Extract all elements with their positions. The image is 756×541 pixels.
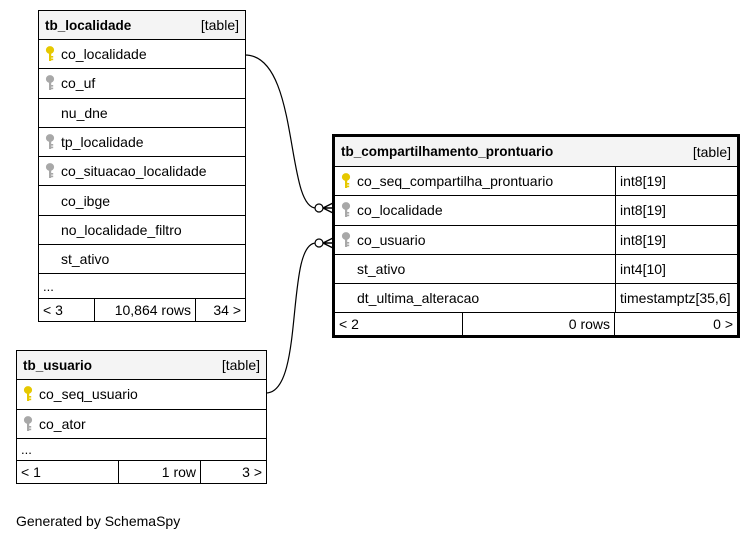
- table-kind: [table]: [692, 143, 731, 160]
- fk-usuario-crowfoot: [322, 237, 334, 249]
- table-kind: [table]: [200, 17, 239, 33]
- primary-key-icon: [39, 40, 61, 68]
- column-row[interactable]: co_uf: [39, 69, 245, 99]
- column-row[interactable]: co_localidade int8[19]: [335, 196, 737, 226]
- primary-key-icon: [335, 167, 357, 195]
- table-name: tb_usuario: [23, 357, 93, 373]
- children-count[interactable]: 0 >: [614, 313, 737, 336]
- children-count[interactable]: 34 >: [195, 299, 245, 322]
- table-footer: < 3 10,864 rows 34 >: [39, 299, 245, 322]
- no-key-spacer: [39, 186, 61, 214]
- primary-key-icon: [17, 380, 39, 409]
- column-name: tp_localidade: [61, 134, 144, 151]
- column-name: no_localidade_filtro: [61, 221, 182, 238]
- no-key-spacer: [39, 99, 61, 127]
- column-row[interactable]: co_ator: [17, 410, 266, 439]
- parents-count[interactable]: < 3: [43, 302, 63, 319]
- no-key-spacer: [335, 284, 357, 312]
- row-count: 0 rows: [462, 313, 614, 336]
- column-type: int8[19]: [615, 196, 737, 225]
- column-row[interactable]: tp_localidade: [39, 128, 245, 158]
- children-count[interactable]: 3 >: [200, 461, 266, 483]
- table-name: tb_compartilhamento_prontuario: [341, 144, 554, 159]
- table-tb-usuario[interactable]: tb_usuario [table] co_seq_usuario co_ator…: [16, 350, 267, 484]
- table-tb-compartilhamento-prontuario[interactable]: tb_compartilhamento_prontuario [table] c…: [332, 134, 740, 339]
- column-name: co_ator: [39, 415, 86, 432]
- table-header: tb_usuario [table]: [17, 351, 266, 380]
- column-list: co_localidade co_uf nu_dne tp_localidade co_…: [39, 40, 245, 275]
- table-header: tb_localidade [table]: [39, 11, 245, 40]
- fk-usuario-optional-circle: [314, 238, 324, 248]
- parents-count[interactable]: < 2: [339, 316, 359, 333]
- row-count: 1 row: [118, 461, 200, 483]
- generated-by-caption: Generated by SchemaSpy: [16, 513, 181, 529]
- foreign-key-icon: [335, 226, 357, 254]
- column-type: int8[19]: [615, 167, 737, 196]
- column-row[interactable]: no_localidade_filtro: [39, 216, 245, 246]
- table-kind: [table]: [221, 357, 260, 373]
- column-name: co_localidade: [357, 202, 443, 219]
- column-row[interactable]: co_seq_compartilha_prontuario int8[19]: [335, 167, 737, 197]
- no-key-spacer: [39, 245, 61, 273]
- column-row[interactable]: co_localidade: [39, 40, 245, 70]
- column-type: int8[19]: [615, 225, 737, 254]
- foreign-key-icon: [39, 157, 61, 185]
- fk-localidade-optional-circle: [314, 203, 324, 213]
- table-footer: < 2 0 rows 0 >: [335, 313, 737, 336]
- column-row[interactable]: dt_ultima_alteracao timestamptz[35,6]: [335, 284, 737, 314]
- foreign-key-icon: [39, 128, 61, 156]
- column-name: co_situacao_localidade: [61, 163, 207, 180]
- column-row[interactable]: co_ibge: [39, 186, 245, 216]
- ellipsis: ...: [43, 278, 54, 294]
- foreign-key-icon: [17, 410, 39, 439]
- column-list: co_seq_usuario co_ator: [17, 380, 266, 439]
- fk-localidade-connector: [244, 54, 317, 209]
- column-name: co_ibge: [61, 192, 111, 209]
- fk-usuario-connector: [265, 242, 317, 394]
- column-row[interactable]: st_ativo: [39, 245, 245, 275]
- column-name: st_ativo: [61, 251, 110, 268]
- column-name: dt_ultima_alteracao: [357, 290, 480, 307]
- column-name: co_usuario: [357, 231, 426, 248]
- column-row[interactable]: st_ativo int4[10]: [335, 254, 737, 285]
- column-type: int4[10]: [615, 254, 737, 284]
- table-header: tb_compartilhamento_prontuario [table]: [335, 137, 737, 167]
- column-name: co_uf: [61, 75, 96, 92]
- table-footer: < 1 1 row 3 >: [17, 461, 266, 483]
- column-name: nu_dne: [61, 104, 108, 121]
- column-name: co_seq_compartilha_prontuario: [357, 173, 554, 190]
- table-name: tb_localidade: [45, 17, 132, 33]
- column-row[interactable]: co_seq_usuario: [17, 380, 266, 410]
- column-row[interactable]: co_usuario int8[19]: [335, 225, 737, 255]
- more-columns-row: ...: [39, 274, 245, 300]
- column-name: co_seq_usuario: [39, 386, 138, 403]
- row-count: 10,864 rows: [94, 299, 195, 322]
- table-tb-localidade[interactable]: tb_localidade [table] co_localidade co_uf…: [38, 10, 246, 323]
- no-key-spacer: [39, 216, 61, 244]
- column-row[interactable]: co_situacao_localidade: [39, 157, 245, 187]
- foreign-key-icon: [39, 69, 61, 97]
- parents-count[interactable]: < 1: [21, 464, 41, 480]
- no-key-spacer: [335, 255, 357, 283]
- column-name: co_localidade: [61, 46, 147, 63]
- more-columns-row: ...: [17, 439, 266, 461]
- foreign-key-icon: [335, 196, 357, 224]
- ellipsis: ...: [21, 442, 32, 457]
- column-row[interactable]: nu_dne: [39, 99, 245, 128]
- column-type: timestamptz[35,6]: [615, 284, 737, 313]
- fk-localidade-crowfoot: [322, 202, 334, 214]
- column-name: st_ativo: [357, 261, 406, 278]
